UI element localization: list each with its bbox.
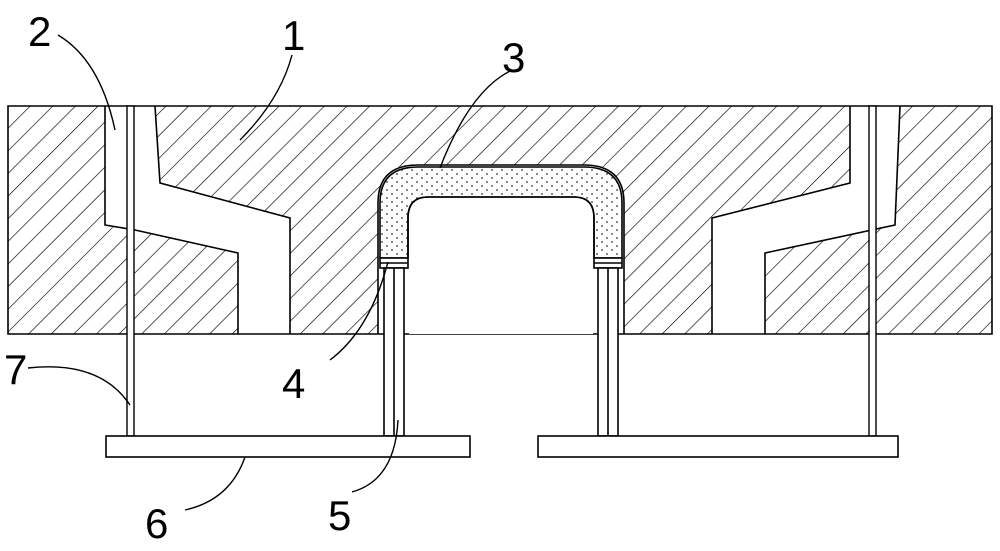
- leader-line-1: [239, 54, 293, 141]
- mold-body: [7, 105, 993, 335]
- callout-2: 2: [28, 8, 51, 55]
- leader-line-4: [329, 261, 389, 361]
- leader-line-7: [27, 366, 131, 406]
- callout-6: 6: [145, 500, 168, 547]
- callout-3: 3: [502, 34, 525, 81]
- callout-7: 7: [4, 346, 27, 393]
- left-ejector-pin: [126, 105, 135, 437]
- leader-line-6: [184, 456, 246, 511]
- leader-line-3: [439, 69, 513, 169]
- right-ejector-pin: [868, 105, 877, 437]
- right-ejector-plate: [537, 435, 899, 458]
- leader-line-5: [351, 419, 399, 493]
- insert-inner-cavity: [409, 198, 593, 334]
- callout-1: 1: [282, 12, 305, 59]
- insert-inner-outline: [407, 196, 595, 258]
- left-ejector-plate: [105, 435, 471, 458]
- leader-line-2: [57, 34, 116, 131]
- callout-5: 5: [328, 492, 351, 539]
- callout-4: 4: [282, 360, 305, 407]
